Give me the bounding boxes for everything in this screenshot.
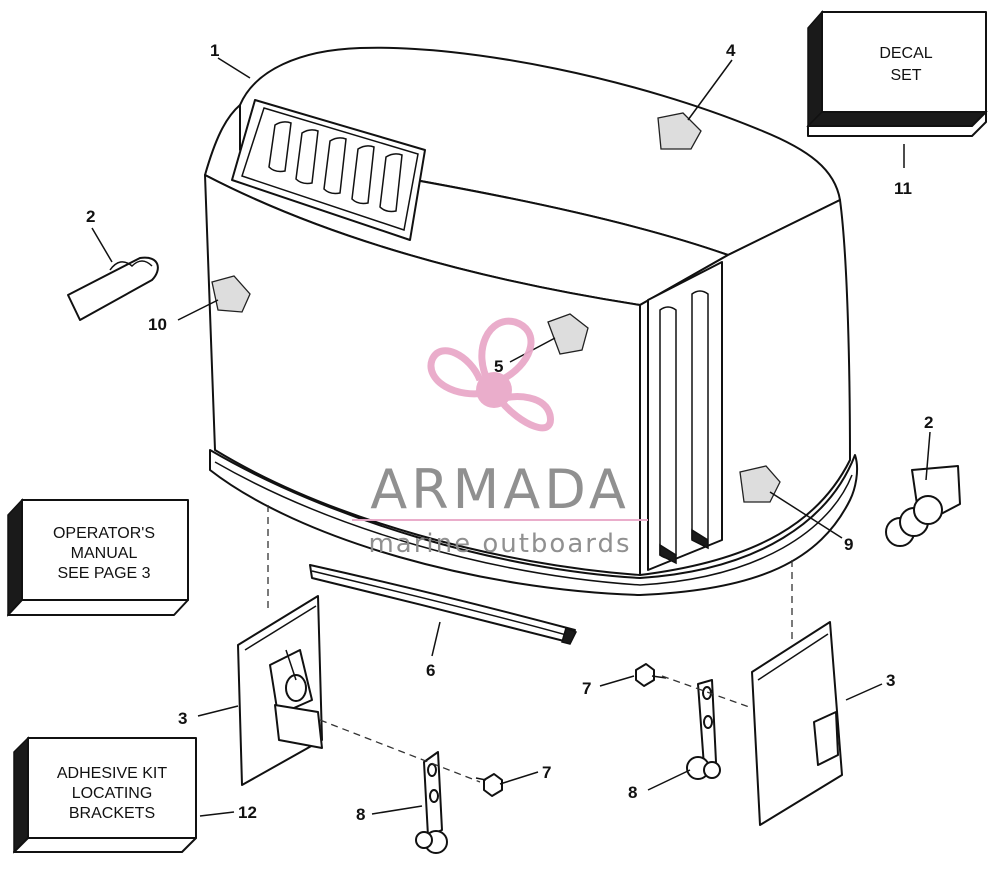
manual-box-line2: MANUAL bbox=[71, 545, 138, 562]
propeller-logo bbox=[427, 317, 554, 432]
adhesive-kit-box: ADHESIVE KIT LOCATING BRACKETS bbox=[13, 736, 197, 854]
screw-left bbox=[475, 773, 503, 797]
seal-strip bbox=[309, 564, 578, 645]
callout-10: 10 bbox=[148, 315, 167, 334]
assembly-lines bbox=[267, 505, 793, 783]
callout-4: 4 bbox=[726, 41, 736, 60]
callout-3-right: 3 bbox=[886, 671, 895, 690]
watermark: ARMADA marine outboards bbox=[352, 317, 648, 559]
vent-slots bbox=[268, 121, 403, 213]
bracket-plate-right bbox=[751, 621, 843, 826]
engine-cover bbox=[204, 46, 859, 596]
side-vent-slots bbox=[659, 290, 709, 565]
callout-7-left: 7 bbox=[542, 763, 551, 782]
callout-8-right: 8 bbox=[628, 783, 637, 802]
callout-12: 12 bbox=[238, 803, 257, 822]
watermark-brand: ARMADA bbox=[370, 458, 630, 521]
adhesive-box-line3: BRACKETS bbox=[69, 805, 155, 822]
callout-6: 6 bbox=[426, 661, 435, 680]
decal-set-box: DECAL SET bbox=[806, 10, 988, 137]
callout-1: 1 bbox=[210, 41, 219, 60]
locating-bracket-right bbox=[686, 679, 721, 780]
callout-3-left: 3 bbox=[178, 709, 187, 728]
watermark-tagline: marine outboards bbox=[368, 529, 631, 559]
bracket-plate-left bbox=[237, 595, 323, 786]
manual-box-line3: SEE PAGE 3 bbox=[57, 565, 150, 582]
callout-11: 11 bbox=[894, 179, 912, 198]
callout-2-left: 2 bbox=[86, 207, 95, 226]
decal-box-line1: DECAL bbox=[879, 45, 932, 62]
callout-9: 9 bbox=[844, 535, 853, 554]
decal-2-right bbox=[885, 465, 961, 547]
locating-bracket-left bbox=[415, 751, 448, 854]
decal-2-left bbox=[67, 256, 159, 321]
callout-2-right: 2 bbox=[924, 413, 933, 432]
callout-numbers: 1 4 11 2 10 5 2 9 6 3 3 7 7 8 8 12 bbox=[86, 41, 933, 824]
manual-box-line1: OPERATOR'S bbox=[53, 525, 155, 542]
operators-manual-box: OPERATOR'S MANUAL SEE PAGE 3 bbox=[7, 498, 189, 617]
decal-9 bbox=[739, 465, 781, 503]
callout-5: 5 bbox=[494, 357, 503, 376]
decal-box-line2: SET bbox=[890, 67, 921, 84]
decal-10 bbox=[211, 275, 251, 313]
callout-8-left: 8 bbox=[356, 805, 365, 824]
screw-right bbox=[635, 663, 667, 687]
adhesive-box-line2: LOCATING bbox=[72, 785, 153, 802]
callout-7-right: 7 bbox=[582, 679, 591, 698]
adhesive-box-line1: ADHESIVE KIT bbox=[57, 765, 167, 782]
decal-5 bbox=[547, 313, 589, 355]
decal-4 bbox=[657, 112, 702, 150]
